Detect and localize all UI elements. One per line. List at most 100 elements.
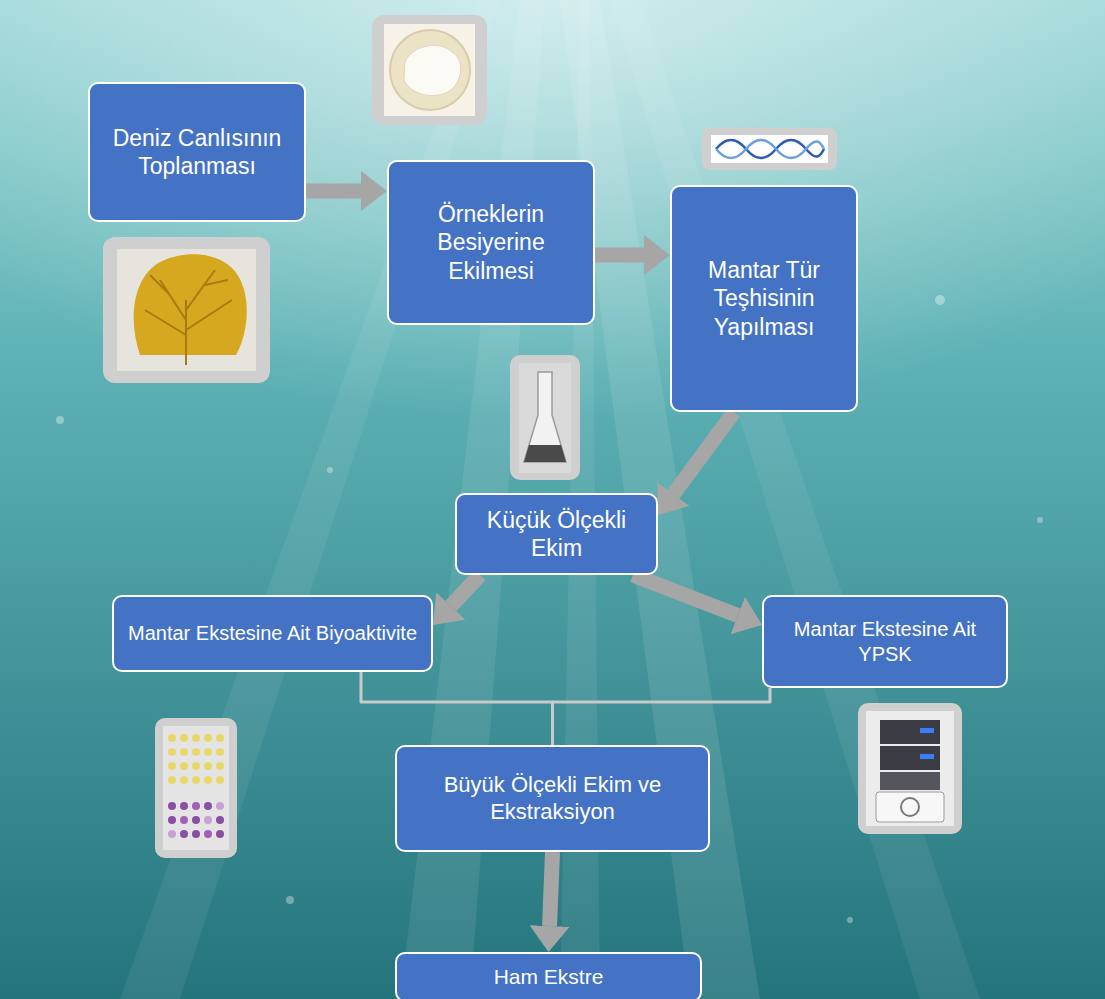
- flow-arrow: [633, 575, 738, 616]
- well: [192, 734, 200, 742]
- photo-frame: [702, 128, 837, 170]
- wells: [168, 734, 224, 838]
- well: [216, 776, 224, 784]
- flow-arrow: [673, 412, 734, 494]
- petri-dish-photo: [372, 15, 487, 125]
- fungal-colony: [404, 45, 461, 95]
- process-box: Ham Ekstre: [395, 952, 702, 999]
- merge-bracket: [361, 672, 553, 745]
- flask-culture: [524, 445, 566, 462]
- well: [168, 830, 176, 838]
- photo-frame: [103, 237, 270, 383]
- hplc-display: [920, 728, 934, 733]
- well: [216, 748, 224, 756]
- well: [180, 802, 188, 810]
- hplc-module: [880, 772, 940, 790]
- sea-fan-branches: [145, 270, 232, 365]
- step-label: Küçük Ölçekli Ekim: [467, 506, 646, 562]
- merge-bracket: [553, 688, 771, 745]
- well: [168, 776, 176, 784]
- step-label: Ham Ekstre: [494, 964, 604, 990]
- well: [216, 762, 224, 770]
- petri-dish: [390, 30, 470, 110]
- process-box: Deniz Canlısının Toplanması: [88, 82, 306, 222]
- well: [168, 748, 176, 756]
- bubble: [286, 896, 294, 904]
- well: [204, 748, 212, 756]
- well: [168, 816, 176, 824]
- well: [216, 830, 224, 838]
- flask: [524, 372, 566, 462]
- photo-frame: [858, 703, 962, 834]
- photo-ground: [866, 711, 954, 826]
- photo-ground: [117, 249, 256, 371]
- bubble: [1037, 517, 1043, 523]
- well: [180, 762, 188, 770]
- step-label: Örneklerin Besiyerine Ekilmesi: [399, 200, 583, 284]
- process-box: Mantar Tür Teşhisinin Yapılması: [670, 185, 858, 412]
- well: [192, 802, 200, 810]
- process-box: Mantar Ekstesine Ait YPSK: [762, 595, 1008, 688]
- well: [192, 830, 200, 838]
- well: [192, 776, 200, 784]
- process-box: Örneklerin Besiyerine Ekilmesi: [387, 160, 595, 325]
- well: [204, 830, 212, 838]
- well: [192, 762, 200, 770]
- step-label: Mantar Ekstesine Ait Biyoaktivite: [128, 621, 417, 645]
- well: [216, 734, 224, 742]
- flask-photo: [510, 355, 580, 480]
- well: [204, 816, 212, 824]
- flow-arrow: [550, 852, 553, 926]
- dna-strand: [716, 140, 824, 158]
- bubble: [56, 416, 64, 424]
- photo-ground: [384, 24, 475, 116]
- photo-frame: [155, 718, 237, 858]
- photo-ground: [163, 726, 229, 850]
- process-box: Büyük Ölçekli Ekim ve Ekstraksiyon: [395, 745, 710, 852]
- flow-arrow: [306, 184, 361, 199]
- step-label: Deniz Canlısının Toplanması: [100, 124, 294, 180]
- well: [192, 748, 200, 756]
- hplc-display: [920, 754, 934, 759]
- bubble: [847, 917, 853, 923]
- dna-picture: [702, 128, 837, 170]
- photo-ground: [519, 363, 571, 473]
- flow-arrow: [451, 575, 480, 606]
- dna-strand: [716, 140, 824, 158]
- well: [204, 802, 212, 810]
- bubbles: [56, 295, 1043, 923]
- well: [180, 830, 188, 838]
- well: [192, 816, 200, 824]
- hplc-photo: [858, 703, 962, 834]
- hplc-sampler-tray: [901, 798, 919, 816]
- step-label: Büyük Ölçekli Ekim ve Ekstraksiyon: [407, 772, 698, 826]
- well: [180, 776, 188, 784]
- flow-arrow: [595, 248, 644, 263]
- well: [204, 762, 212, 770]
- step-label: Mantar Tür Teşhisinin Yapılması: [682, 256, 846, 340]
- surface-glow: [0, 0, 1105, 600]
- well: [180, 748, 188, 756]
- hplc-autosampler: [876, 792, 944, 822]
- well: [204, 776, 212, 784]
- well: [216, 816, 224, 824]
- well-plate-photo: [155, 718, 237, 858]
- well: [204, 734, 212, 742]
- photo-frame: [510, 355, 580, 480]
- hplc-module: [880, 720, 940, 744]
- well: [180, 816, 188, 824]
- photo-ground: [711, 135, 828, 163]
- sea-fan-photo: [103, 237, 270, 383]
- process-box: Mantar Ekstesine Ait Biyoaktivite: [112, 595, 433, 672]
- photo-frame: [372, 15, 487, 125]
- well: [216, 802, 224, 810]
- step-label: Mantar Ekstesine Ait YPSK: [774, 617, 996, 666]
- well: [168, 802, 176, 810]
- bubble: [327, 467, 333, 473]
- process-box: Küçük Ölçekli Ekim: [455, 493, 658, 575]
- hplc-module: [880, 746, 940, 770]
- well: [168, 762, 176, 770]
